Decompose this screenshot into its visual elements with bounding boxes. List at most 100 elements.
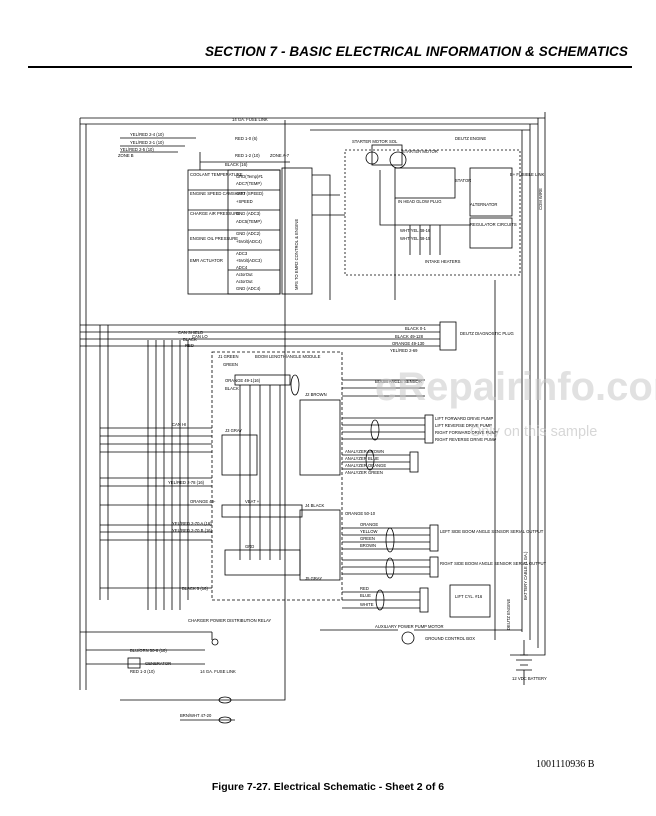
ecm-sensor: ENGINE OIL PRESSURE	[190, 236, 238, 241]
module-wire: BROWN	[360, 543, 376, 548]
ecm-sensor: COOLANT TEMPERATURE	[190, 172, 243, 177]
wire-label: YEL/RED 2-69	[390, 348, 418, 353]
output-label: RIGHT REVERSE DRIVE PUMP	[435, 437, 497, 442]
wire-label: CAN SHIELD	[178, 330, 203, 335]
wire-label: CAN HI	[172, 422, 186, 427]
module-connector: J5 GRAY	[305, 576, 322, 581]
module-connector: J1 GREEN	[218, 354, 238, 359]
ecm-pin: GND (ADC2)	[236, 231, 261, 236]
module-wire: GREEN	[360, 536, 375, 541]
module-connector: J2 BROWN	[305, 392, 327, 397]
output-label: CHARGER POWER DISTRIBUTION RELAY	[188, 618, 271, 623]
wire-label: ZONE A-7	[270, 153, 290, 158]
output-label: LEFT SIDE BOOM ANGLE SENSOR SERIAL OUTPU…	[440, 529, 544, 534]
output-label: BOOM ANGLE SENSOR	[375, 379, 422, 384]
wire-label: CAN LO	[192, 334, 208, 339]
output-label: GROUND CONTROL BOX	[425, 636, 475, 641]
output-label: GENERATOR	[145, 661, 171, 666]
module-wire: ANALYZER BROWN	[345, 449, 384, 454]
module-connector: VBAT +	[245, 499, 260, 504]
wire-label: YEL/RED 2-5 (10)	[120, 147, 154, 152]
figure-caption: Figure 7-27. Electrical Schematic - Shee…	[211, 781, 445, 793]
module-wire: WHITE	[360, 602, 374, 607]
module-wire: BLUE	[360, 593, 371, 598]
engine-label: INTAKE HEATERS	[425, 259, 461, 264]
ecm-pin: ActorOut	[236, 279, 253, 284]
header-rule	[28, 66, 632, 68]
engine-label: WHT/YEL 48-16	[400, 228, 431, 233]
wire-label: 14 GA. FUSE LINK	[200, 669, 236, 674]
output-label: BATTERY CABLE (1 GA.)	[523, 551, 528, 600]
ecm-pin: GND (ADC4)	[236, 286, 261, 291]
wire-label: BLACK 49-128	[395, 334, 424, 339]
connector-label: MFS TO EMR2 CONTROL & ENGINE	[294, 219, 299, 290]
ecm-pin: ADC5(TEMP)	[236, 219, 262, 224]
ecm-sensor: EMR ACTUATOR	[190, 258, 223, 263]
page-header: SECTION 7 - BASIC ELECTRICAL INFORMATION…	[0, 0, 656, 68]
output-label: DEUTZ ENGINE	[506, 599, 511, 630]
module-connector: GRD	[245, 544, 254, 549]
module-wire: ORANGE 50-10	[345, 511, 376, 516]
wire-label: RED 1-0 (6)	[235, 136, 258, 141]
module-wire: ANALYZER BLUE	[345, 456, 379, 461]
module-wire: ANALYZER ORANGE	[345, 463, 386, 468]
ecm-pin: +5Volt(ADC3)	[236, 258, 262, 263]
wire-label: BLACK	[183, 337, 197, 342]
wire-label: YEL/RED 2-70 A (16)	[172, 521, 212, 526]
engine-label: ALTERNATOR	[470, 202, 497, 207]
watermark-main: eRepairinfo.com	[375, 365, 656, 409]
output-label: LIFT REVERSE DRIVE PUMP	[435, 423, 492, 428]
output-label: COM WIRE	[538, 188, 543, 210]
engine-label: WHT/YEL 48-15	[400, 236, 431, 241]
module-connector: J3 GRAY	[225, 428, 242, 433]
engine-label: STARTER MOTOR	[402, 149, 438, 154]
wire-label: ZONE B	[118, 153, 134, 158]
section-title: SECTION 7 - BASIC ELECTRICAL INFORMATION…	[204, 44, 628, 59]
ecm-pin: +SPEED	[236, 199, 253, 204]
wire-label: RED	[185, 343, 194, 348]
wire-label: YEL/RED 2-1 (10)	[130, 140, 164, 145]
watermark: eRepairinfo.com Only on this sample	[375, 365, 656, 440]
engine-label: REGULATOR CIRCUITS	[470, 222, 517, 227]
ecm-pin: ADC3	[236, 251, 248, 256]
wire-label: BLACK 5 (16)	[182, 586, 208, 591]
ecm-sensor: ENGINE SPEED CAMSHAFT	[190, 191, 246, 196]
engine-label: B+ FUSIBLE LINK	[510, 172, 545, 177]
wire-label: YEL/RED 2-70 B (16)	[172, 528, 213, 533]
module-connector: J4 BLACK	[305, 503, 325, 508]
ecm-pin: GND (ADC3)	[236, 211, 261, 216]
module-wire: BLACK	[225, 386, 239, 391]
engine-label: STARTER MOTOR SOL	[352, 139, 398, 144]
wire-label: ORANGE 49-130	[392, 341, 425, 346]
module-wire: YELLOW	[360, 529, 378, 534]
output-label: RIGHT FORWARD DRIVE PUMP	[435, 430, 498, 435]
module-wire: ORANGE 49-1(16)	[225, 378, 261, 383]
module-wire: GREEN	[223, 362, 238, 367]
ecm-pin: +5Volt(ADC4)	[236, 239, 262, 244]
engine-label: IN HEAD GLOW PLUG	[398, 199, 442, 204]
ecm-pin: ADC4	[236, 265, 248, 270]
output-label: 12 VDC BATTERY	[512, 676, 547, 681]
module-wire: ANALYZER GREEN	[345, 470, 383, 475]
engine-label: STATOR	[455, 178, 471, 183]
wire-label: 14 GA. FUSE LINK	[232, 117, 268, 122]
wire-label: BLACK 0-1	[405, 326, 427, 331]
wire-label: BLU/ORN 50-8 (10)	[130, 648, 167, 653]
module-wire: RED	[360, 586, 369, 591]
engine-label: DEUTZ DIAGNOSTIC PLUG	[460, 331, 514, 336]
output-label: RIGHT SIDE BOOM ANGLE SENSOR SERIAL OUTP…	[440, 561, 547, 566]
output-label: AUXILIARY POWER PUMP MOTOR	[375, 624, 444, 629]
ecm-pin: ADC7(TEMP)	[236, 181, 262, 186]
module-wire: ORANGE	[360, 522, 378, 527]
document-number: 1001110936 B	[536, 759, 595, 770]
wire-label: YEL/RED 2-4 (10)	[130, 132, 164, 137]
wire-label: BLACK (16)	[225, 162, 248, 167]
ecm-pin: GRD(Temp)#1	[236, 174, 264, 179]
wire-label: YEL/RED 2-78 (16)	[168, 480, 205, 485]
ecm-sensor: CHARGE AIR PRESSURE	[190, 211, 240, 216]
ecm-pin: GRD (SPEED)	[236, 191, 264, 196]
wire-label: RED 1-3 (10)	[130, 669, 155, 674]
wire-label: ORANGE 49-	[190, 499, 216, 504]
output-label: LIFT CYL. #16	[455, 594, 483, 599]
module-title: BOOM LENGTH/ANGLE MODULE	[255, 354, 321, 359]
